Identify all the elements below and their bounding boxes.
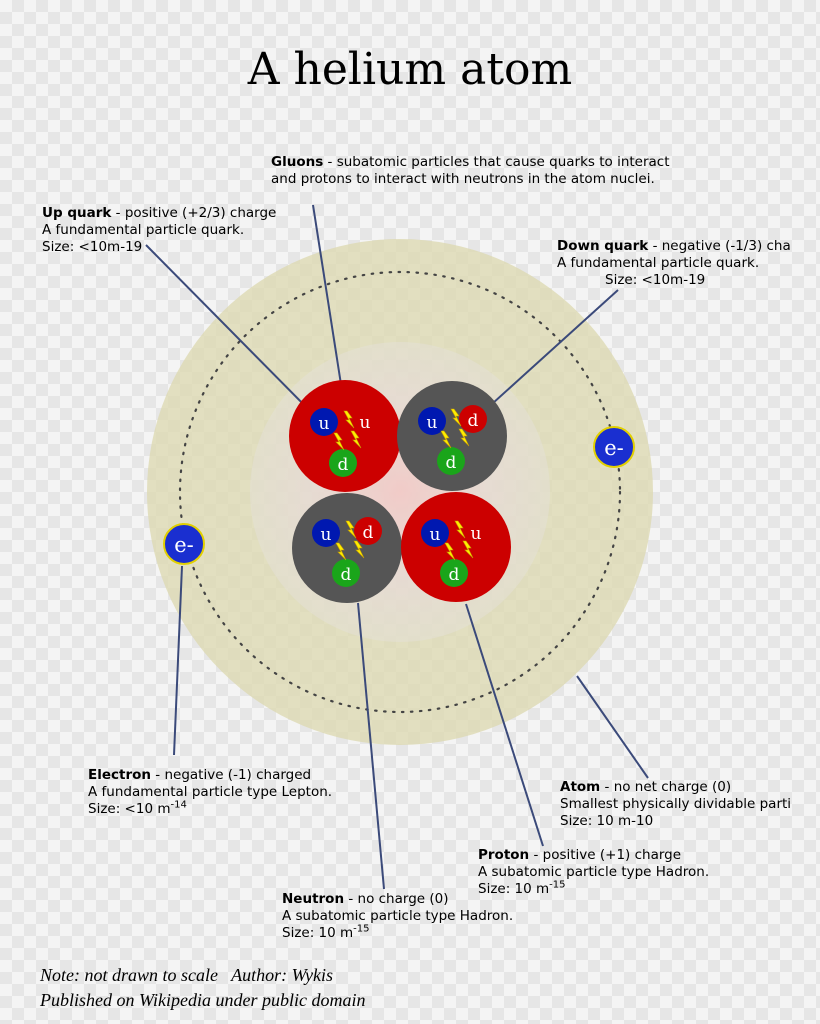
electron-symbol: e- — [604, 436, 624, 460]
label-name: Atom — [560, 779, 601, 795]
label-name: Up quark — [42, 205, 112, 221]
leader-line-atom — [576, 675, 649, 779]
up-quark-symbol: u — [321, 525, 332, 545]
up-quark — [462, 518, 490, 546]
label-name: Gluons — [271, 154, 324, 170]
up-quark-symbol: u — [471, 524, 482, 544]
label-gluons: Gluons - subatomic particles that cause … — [271, 154, 670, 187]
label-neutron: Neutron - no charge (0) A subatomic part… — [282, 891, 514, 941]
label-atom: Atom - no net charge (0) Smallest physic… — [560, 779, 792, 829]
down-quark — [332, 559, 360, 587]
leader-line-proton — [465, 603, 544, 847]
down-quark-symbol: d — [446, 453, 457, 473]
label-down-quark: Down quark - negative (-1/3) cha A funda… — [557, 238, 791, 288]
down-quark-symbol: d — [363, 523, 374, 543]
page-title: A helium atom — [247, 44, 573, 95]
up-quark-symbol: u — [360, 413, 371, 433]
up-quark — [312, 519, 340, 547]
down-quark — [440, 559, 468, 587]
up-quark — [310, 408, 338, 436]
down-quark-symbol: d — [468, 411, 479, 431]
leader-line-electron — [173, 565, 183, 756]
down-quark-symbol: d — [341, 565, 352, 585]
label-proton: Proton - positive (+1) charge A subatomi… — [478, 847, 710, 897]
footer-license: Published on Wikipedia under public doma… — [40, 990, 366, 1010]
label-name: Neutron — [282, 891, 345, 907]
up-quark — [351, 407, 379, 435]
down-quark — [437, 447, 465, 475]
label-electron: Electron - negative (-1) charged A funda… — [88, 767, 333, 817]
up-quark-symbol: u — [319, 414, 330, 434]
down-quark — [329, 449, 357, 477]
leader-line-down-quark — [481, 289, 619, 414]
up-quark — [421, 519, 449, 547]
electron-right: e- — [593, 426, 635, 468]
down-quark-symbol: d — [338, 455, 349, 475]
down-quark — [354, 517, 382, 545]
neutron-bottom-left: u d d — [292, 493, 402, 603]
up-quark-symbol: u — [427, 413, 438, 433]
proton-bottom-right: u u d — [401, 492, 511, 602]
nucleus-halo — [250, 342, 550, 642]
electron-symbol: e- — [174, 533, 194, 557]
up-quark — [418, 407, 446, 435]
label-name: Proton — [478, 847, 530, 863]
electron-left: e- — [163, 523, 205, 565]
proton-top-left: u u d — [289, 380, 401, 492]
label-name: Down quark — [557, 238, 649, 254]
label-name: Electron — [88, 767, 152, 783]
down-quark-symbol: d — [449, 565, 460, 585]
neutron-top-right: u d d — [397, 381, 507, 491]
label-up-quark: Up quark - positive (+2/3) charge A fund… — [42, 205, 277, 255]
footer-note: Note: not drawn to scale Author: Wykis — [40, 965, 333, 985]
leader-line-gluons — [312, 204, 346, 411]
leader-line-up-quark — [145, 244, 317, 418]
down-quark — [459, 405, 487, 433]
leader-line-neutron — [357, 602, 385, 890]
up-quark-symbol: u — [430, 525, 441, 545]
electron-orbit — [178, 270, 622, 714]
